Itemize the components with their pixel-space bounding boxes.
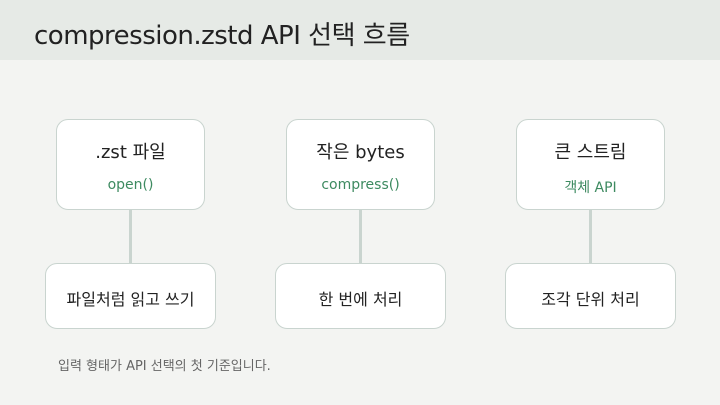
slide-title: compression.zstd API 선택 흐름 <box>34 21 410 51</box>
result-box-chunked: 조각 단위 처리 <box>505 263 676 329</box>
connector-line-1 <box>129 210 132 264</box>
input-box-large-stream: 큰 스트림 객체 API <box>516 119 665 210</box>
input-box-zst-file: .zst 파일 open() <box>56 119 205 210</box>
connector-line-2 <box>359 210 362 264</box>
input-title: 작은 bytes <box>316 142 405 163</box>
connector-line-3 <box>589 210 592 264</box>
input-title: .zst 파일 <box>95 142 166 163</box>
input-api: open() <box>107 177 154 193</box>
result-box-file-like: 파일처럼 읽고 쓰기 <box>45 263 216 329</box>
input-box-small-bytes: 작은 bytes compress() <box>286 119 435 210</box>
result-label: 파일처럼 읽고 쓰기 <box>66 290 195 309</box>
footnote: 입력 형태가 API 선택의 첫 기준입니다. <box>58 359 271 374</box>
result-box-one-shot: 한 번에 처리 <box>275 263 446 329</box>
result-label: 한 번에 처리 <box>318 290 403 309</box>
input-api: compress() <box>321 177 400 193</box>
result-label: 조각 단위 처리 <box>541 290 640 309</box>
input-title: 큰 스트림 <box>554 142 627 163</box>
title-bar <box>0 0 720 60</box>
input-api: 객체 API <box>564 180 617 196</box>
